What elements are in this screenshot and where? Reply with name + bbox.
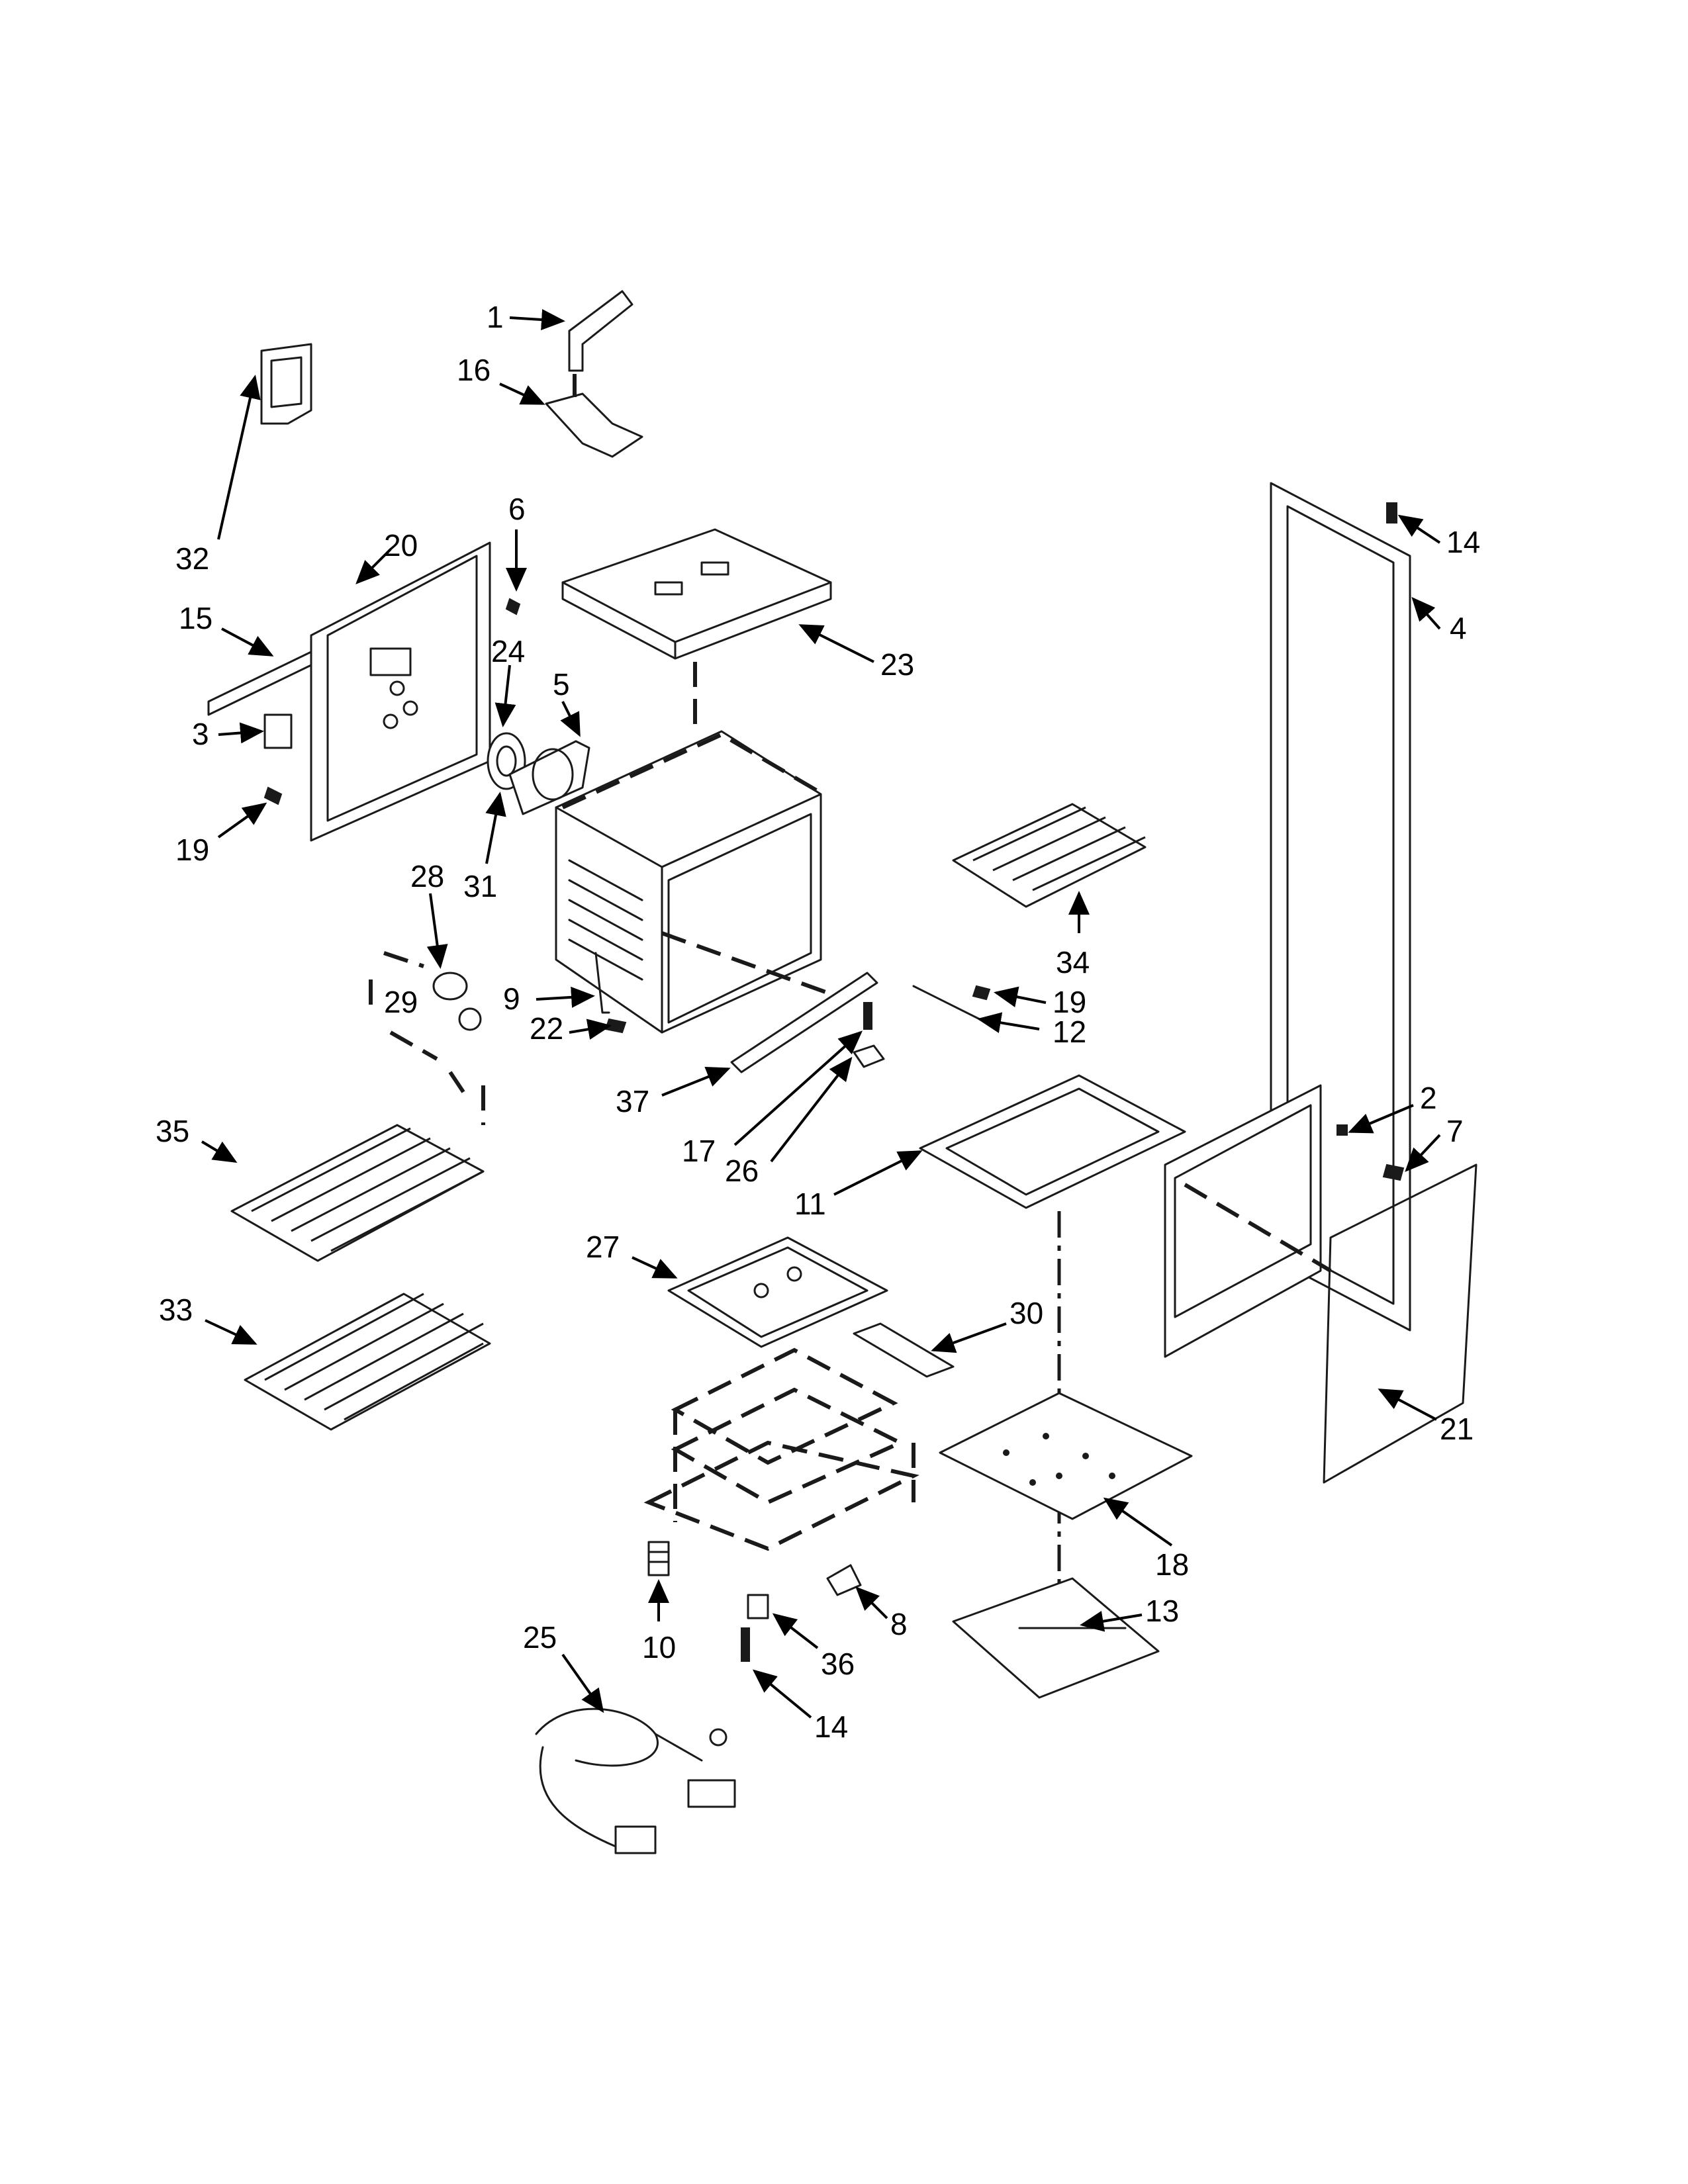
- part-19-screw: [263, 786, 283, 805]
- callout-10: 10: [642, 1630, 676, 1664]
- part-35-oven-rack: [230, 1124, 485, 1262]
- part-25-power-cord: [535, 1707, 736, 1854]
- callout-7: 7: [1446, 1114, 1464, 1148]
- part-1-vent-duct: [568, 290, 633, 372]
- part-33-oven-rack: [244, 1293, 491, 1431]
- callout-6: 6: [508, 492, 526, 526]
- callout-25: 25: [523, 1620, 557, 1655]
- part-36-leveler: [747, 1594, 769, 1619]
- callout-8: 8: [890, 1607, 908, 1641]
- callout-17: 17: [682, 1134, 716, 1168]
- callout-31: 31: [463, 869, 497, 903]
- part-10-foot: [647, 1541, 670, 1576]
- leader-lines: [201, 309, 1441, 1719]
- part-14-screw: [741, 1627, 750, 1662]
- part-29-bulb: [458, 1007, 482, 1031]
- callout-14: 14: [814, 1709, 848, 1744]
- part-6-screw: [505, 598, 521, 615]
- callout-29: 29: [384, 985, 418, 1019]
- callout-23: 23: [880, 647, 914, 682]
- front-frame: [1164, 1084, 1322, 1358]
- callout-5: 5: [553, 667, 570, 702]
- drawer-housing: [643, 1347, 919, 1551]
- callout-27: 27: [586, 1230, 620, 1264]
- part-11-frame: [919, 1074, 1186, 1209]
- callout-2: 2: [1420, 1081, 1437, 1115]
- part-16-vent-trim: [545, 392, 643, 458]
- part-20-rear-panel: [310, 541, 491, 842]
- callout-34: 34: [1056, 945, 1090, 979]
- oven-cavity: [555, 730, 822, 1034]
- part-26-pad: [853, 1044, 885, 1068]
- callout-22: 22: [530, 1011, 563, 1046]
- callout-labels: 1 16 32 20 6 15 24 5 23 3 19 31 28 29 9 …: [156, 300, 1480, 1744]
- part-34-wire-tray: [952, 803, 1147, 908]
- part-8-clip: [826, 1564, 862, 1596]
- callout-21: 21: [1440, 1412, 1474, 1446]
- callout-16: 16: [457, 353, 491, 387]
- part-7-screw: [1382, 1163, 1405, 1181]
- assembly-line: [661, 931, 829, 995]
- part-14-screw: [1386, 502, 1397, 523]
- callout-1: 1: [487, 300, 504, 334]
- part-12-rod: [912, 985, 981, 1021]
- callout-35: 35: [156, 1114, 189, 1148]
- part-18-panel: [939, 1392, 1193, 1520]
- callout-14b: 14: [1446, 525, 1480, 559]
- part-15-bar: [207, 651, 312, 716]
- callout-19b: 19: [1053, 985, 1086, 1019]
- callout-28: 28: [410, 859, 444, 893]
- callout-4: 4: [1450, 611, 1467, 645]
- part-21-gasket: [1323, 1163, 1477, 1484]
- callout-18: 18: [1155, 1547, 1189, 1582]
- part-9-bracket: [594, 952, 610, 1014]
- lamp-cover-outline: [369, 951, 485, 1125]
- callout-9: 9: [503, 981, 520, 1016]
- callout-20: 20: [384, 528, 418, 563]
- callout-15: 15: [179, 601, 212, 635]
- part-5-fan-cover: [508, 740, 590, 815]
- assembly-line: [1184, 1183, 1332, 1273]
- callout-30: 30: [1009, 1296, 1043, 1330]
- callout-3: 3: [192, 717, 209, 751]
- part-23-top-panel: [561, 528, 832, 660]
- callout-33: 33: [159, 1293, 193, 1327]
- part-2-spacer: [1336, 1124, 1348, 1136]
- callout-36: 36: [821, 1647, 855, 1681]
- part-27-tray: [667, 1236, 888, 1348]
- callout-24: 24: [491, 634, 525, 668]
- part-32-rear-bracket: [260, 343, 312, 425]
- callout-32: 32: [175, 541, 209, 576]
- callout-19: 19: [175, 833, 209, 867]
- callout-37: 37: [616, 1084, 649, 1118]
- part-30-element: [853, 1322, 955, 1378]
- callout-12: 12: [1053, 1015, 1086, 1049]
- callout-13: 13: [1145, 1594, 1179, 1628]
- part-28-lamp-socket: [432, 972, 468, 1001]
- part-13-pan: [952, 1577, 1160, 1699]
- callout-26: 26: [725, 1154, 759, 1188]
- part-37-trim-bar: [730, 972, 878, 1073]
- part-19-screw: [972, 985, 991, 1001]
- part-17-screw: [863, 1002, 872, 1030]
- callout-11: 11: [794, 1187, 826, 1221]
- part-3-clip: [263, 713, 293, 749]
